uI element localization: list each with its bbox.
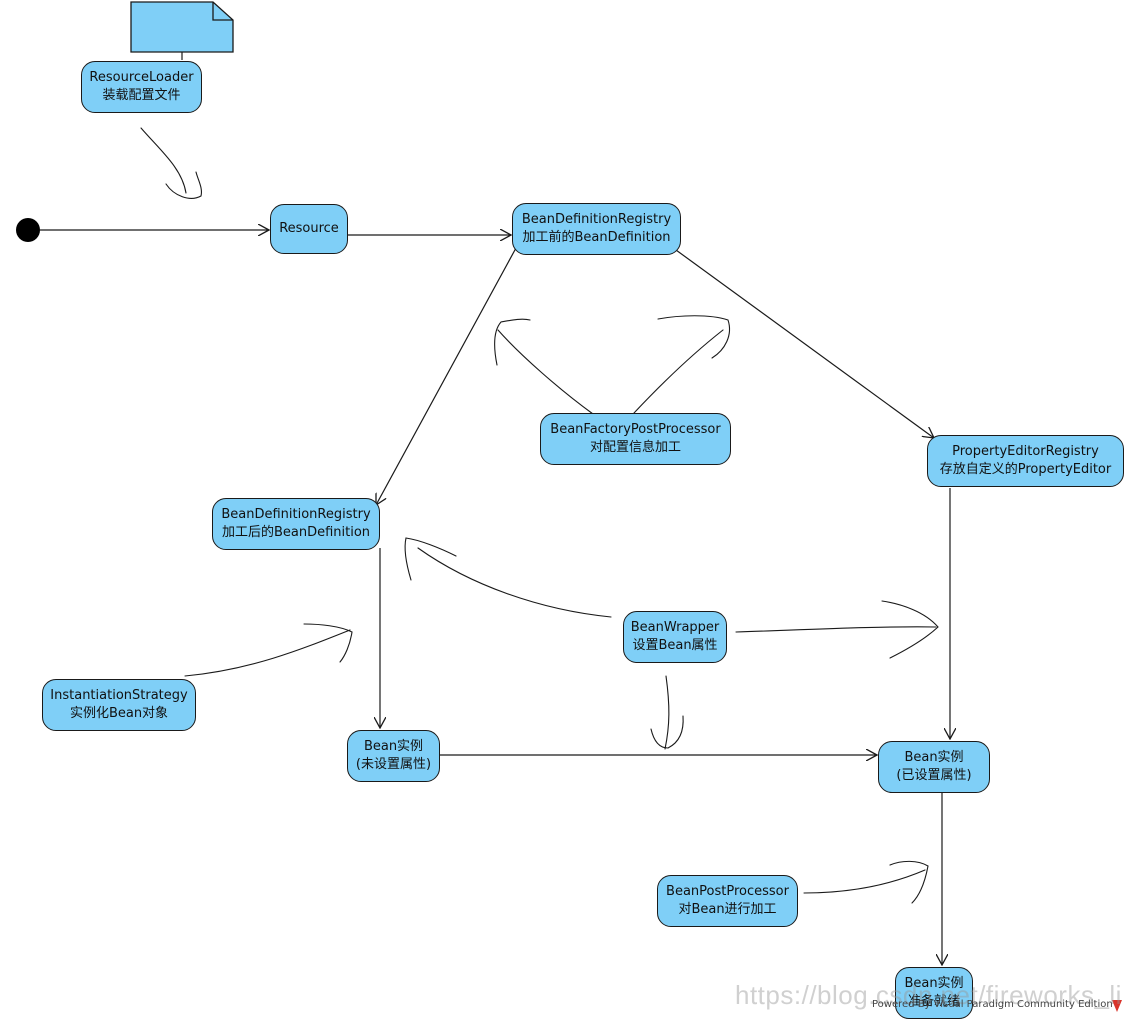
curve-wrapper-bdrafter (417, 547, 612, 618)
node-bean-ready[interactable]: Bean实例 准备就绪 (895, 967, 973, 1019)
node-instantiation-strategy[interactable]: InstantiationStrategy 实例化Bean对象 (42, 679, 196, 731)
node-bdr-after-title: BeanDefinitionRegistry (221, 507, 371, 522)
node-bfpp[interactable]: BeanFactoryPostProcessor 对配置信息加工 (540, 413, 731, 465)
initial-node (16, 218, 40, 242)
node-resource-loader-desc: 装载配置文件 (102, 88, 181, 103)
node-resource-title: Resource (279, 221, 339, 236)
node-bfpp-title: BeanFactoryPostProcessor (550, 422, 721, 437)
node-bdr-before-title: BeanDefinitionRegistry (521, 212, 672, 227)
node-bean-unset-desc: (未设置属性) (355, 757, 432, 772)
watermark: https://blog.csdn.net/fireworks_li (735, 980, 1122, 1010)
curve-bfpp-right (633, 329, 724, 414)
node-resource-loader[interactable]: ResourceLoader 装载配置文件 (81, 61, 202, 113)
node-resource[interactable]: Resource (270, 204, 348, 254)
node-bean-wrapper[interactable]: BeanWrapper 设置Bean属性 (623, 611, 727, 663)
node-bean-wrapper-title: BeanWrapper (630, 620, 720, 635)
node-bdr-after[interactable]: BeanDefinitionRegistry 加工后的BeanDefinitio… (212, 498, 380, 550)
node-bdr-after-desc: 加工后的BeanDefinition (221, 525, 371, 540)
node-bean-set-title: Bean实例 (904, 750, 964, 765)
curve-wrapper-per (735, 626, 937, 633)
node-bean-ready-title: Bean实例 (904, 976, 964, 991)
edge-bdr-per (675, 249, 934, 438)
node-bean-set-desc: (已设置属性) (896, 768, 972, 783)
node-resource-loader-title: ResourceLoader (89, 70, 194, 85)
edge-bdr-bdrafter (376, 247, 517, 505)
node-bdr-before[interactable]: BeanDefinitionRegistry 加工前的BeanDefinitio… (512, 203, 681, 255)
node-bean-unset[interactable]: Bean实例 (未设置属性) (347, 730, 440, 782)
node-per-desc: 存放自定义的PropertyEditor (939, 462, 1112, 477)
curve-bpp (803, 869, 926, 894)
node-property-editor-registry[interactable]: PropertyEditorRegistry 存放自定义的PropertyEdi… (927, 435, 1124, 487)
node-inst-title: InstantiationStrategy (50, 688, 188, 703)
document-icon (130, 1, 234, 60)
node-inst-desc: 实例化Bean对象 (69, 706, 169, 721)
logo-icon (1112, 1000, 1122, 1012)
curve-bfpp-left (497, 329, 594, 415)
node-bdr-before-desc: 加工前的BeanDefinition (522, 230, 671, 245)
node-bpp-title: BeanPostProcessor (666, 884, 789, 899)
node-bean-ready-desc: 准备就绪 (907, 994, 960, 1009)
curve-wrapper-bean (664, 675, 670, 750)
node-per-title: PropertyEditorRegistry (952, 444, 1099, 459)
footer-credit: Powered By Visual Paradigm Community Edi… (872, 999, 1113, 1010)
node-bean-post-processor[interactable]: BeanPostProcessor 对Bean进行加工 (657, 875, 798, 927)
curve-loader-resource (140, 127, 187, 194)
curve-inst-strategy (184, 629, 351, 677)
node-bean-set[interactable]: Bean实例 (已设置属性) (878, 741, 990, 793)
node-bpp-desc: 对Bean进行加工 (678, 902, 777, 917)
node-bean-wrapper-desc: 设置Bean属性 (632, 638, 718, 653)
node-bfpp-desc: 对配置信息加工 (589, 440, 681, 455)
node-bean-unset-title: Bean实例 (363, 739, 424, 754)
